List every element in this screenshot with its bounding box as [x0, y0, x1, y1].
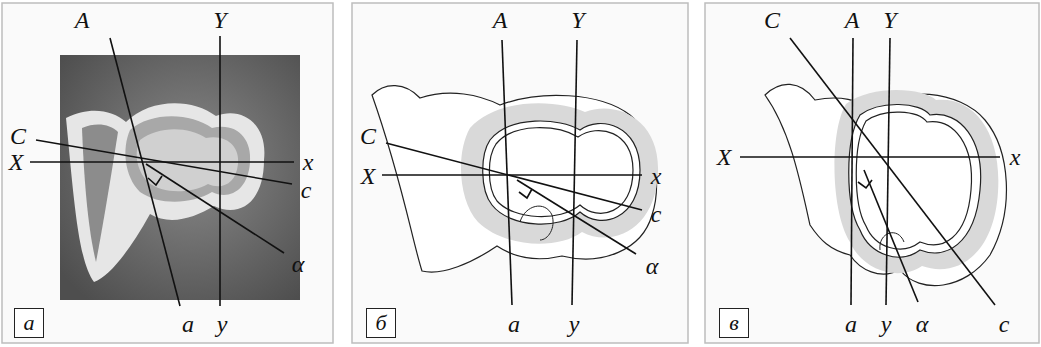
- axis-label: c: [999, 312, 1010, 336]
- axis-label: X: [9, 150, 24, 174]
- axis-lines: [740, 38, 1000, 305]
- axis-lines: [30, 36, 294, 306]
- panel-letter: б: [375, 312, 386, 334]
- axis-label: α: [916, 312, 929, 336]
- axis-label: A: [845, 8, 860, 32]
- axis-label: C: [10, 124, 26, 148]
- panel-frame: [352, 3, 688, 343]
- axis-label: a: [182, 312, 194, 336]
- axis-label: α: [292, 252, 305, 276]
- axis-lines: [382, 40, 642, 305]
- panel-letter: а: [24, 312, 35, 334]
- axis-label: c: [651, 202, 662, 226]
- panel-label-box: б: [366, 308, 396, 338]
- axis-label: Y: [213, 8, 226, 32]
- axis-label: y: [881, 312, 892, 336]
- axis-label: x: [651, 164, 662, 188]
- axis-label: C: [360, 124, 376, 148]
- axis-label: Y: [883, 8, 896, 32]
- panel-label-box: а: [14, 308, 44, 338]
- panel-letter: в: [729, 312, 739, 334]
- ct-image: [60, 55, 300, 300]
- axis-label: X: [361, 164, 376, 188]
- axis-label: a: [508, 312, 520, 336]
- axis-label: C: [764, 8, 780, 32]
- axis-label: y: [217, 312, 228, 336]
- panel-frame: [2, 3, 333, 343]
- axis-label: c: [301, 178, 312, 202]
- axis-label: a: [845, 312, 857, 336]
- axis-label: y: [569, 312, 580, 336]
- axis-label: Y: [571, 8, 584, 32]
- axis-label: x: [303, 150, 314, 174]
- panel-frame: [705, 3, 1039, 343]
- axis-label: A: [75, 8, 90, 32]
- bone-outline: [372, 86, 658, 272]
- axis-label: x: [1010, 145, 1021, 169]
- panel-label-box: в: [719, 308, 749, 338]
- axis-label: α: [646, 254, 659, 278]
- axis-label: X: [717, 145, 732, 169]
- bone-outline: [765, 84, 1006, 285]
- axis-label: A: [493, 8, 508, 32]
